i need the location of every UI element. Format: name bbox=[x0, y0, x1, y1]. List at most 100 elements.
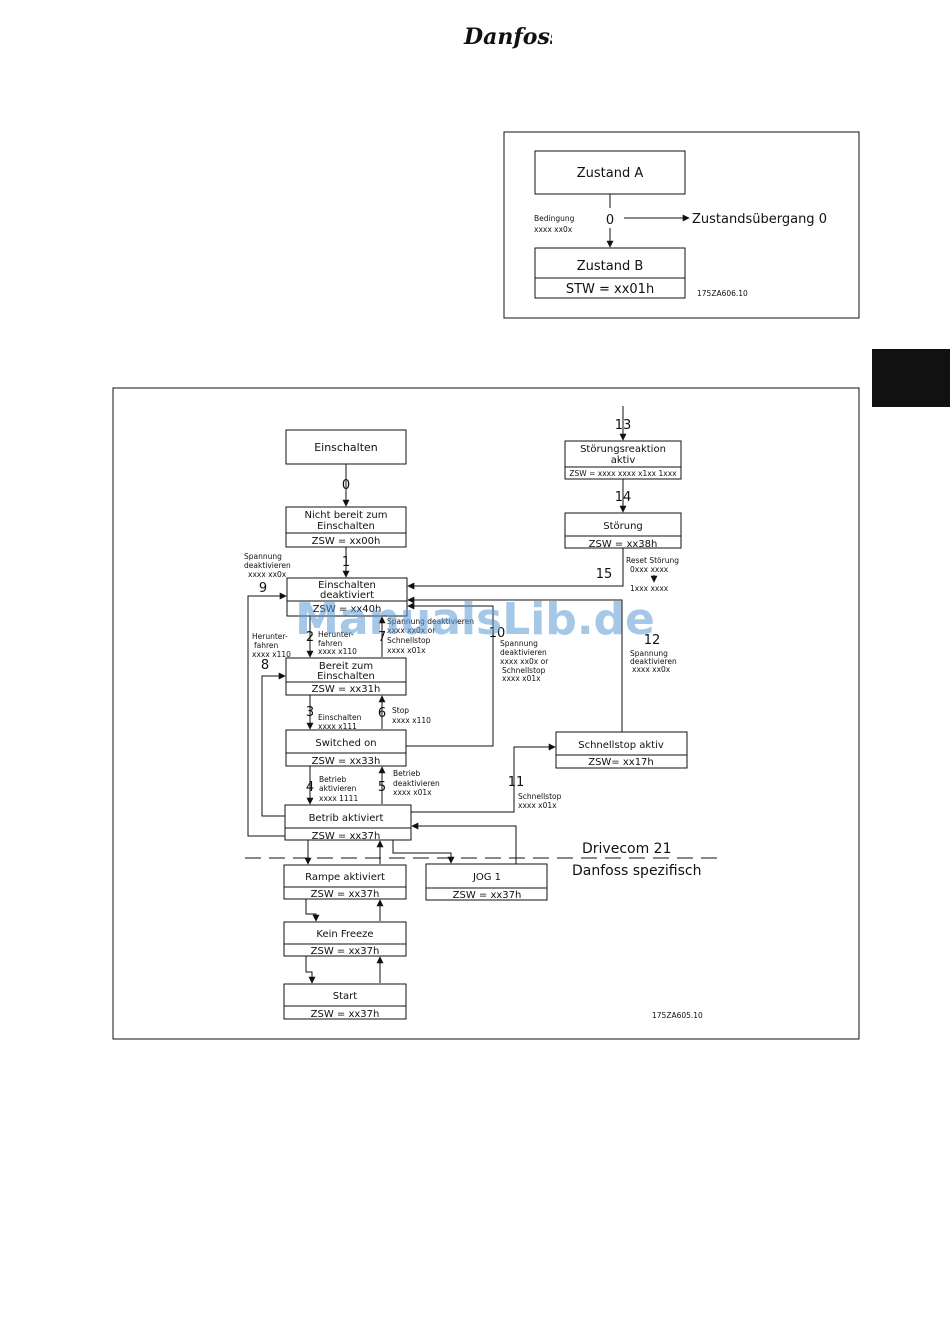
transition-4: 4 bbox=[306, 780, 314, 795]
state-nicht-bereit-line1: Nicht bereit zum bbox=[305, 510, 388, 521]
cond-9-line3: xxxx xx0x bbox=[248, 570, 287, 579]
state-einschalten bbox=[285, 429, 407, 465]
cond-3-line1: Einschalten bbox=[318, 713, 362, 722]
state-freeze-zsw: ZSW = xx37h bbox=[311, 946, 380, 957]
state-nicht-bereit-line2: Einschalten bbox=[317, 521, 375, 532]
cond-4-line3: xxxx 1111 bbox=[319, 794, 358, 803]
state-switched-on-zsw: ZSW = xx33h bbox=[312, 756, 381, 767]
state-start bbox=[283, 983, 407, 1020]
cond-7-line3: Schnellstop bbox=[387, 636, 431, 645]
legend-state-b-word: STW = xx01h bbox=[566, 282, 654, 297]
cond-15-line1: Reset Störung bbox=[626, 556, 679, 565]
state-einsch-deakt-zsw: ZSW = xx40h bbox=[313, 604, 382, 615]
transition-12: 12 bbox=[644, 633, 661, 648]
legend-condition-value: xxxx xx0x bbox=[534, 225, 573, 234]
transition-8: 8 bbox=[261, 658, 269, 673]
cond-2-line3: xxxx x110 bbox=[318, 647, 357, 656]
section-tab-marker bbox=[872, 349, 950, 407]
state-jog bbox=[425, 863, 548, 901]
cond-3-line2: xxxx x111 bbox=[318, 722, 357, 731]
cond-7-line1: Spannung deaktivieren bbox=[387, 617, 474, 626]
state-bereit-line1: Bereit zum bbox=[319, 661, 373, 672]
state-switched-on-label: Switched on bbox=[315, 738, 376, 749]
state-diagram-figure-id: 175ZA605.10 bbox=[652, 1011, 703, 1020]
transition-10: 10 bbox=[489, 626, 506, 641]
transition-2: 2 bbox=[306, 630, 314, 645]
state-stoer-reakt-zsw: ZSW = xxxx xxxx x1xx 1xxx bbox=[569, 469, 677, 478]
state-nicht-bereit-zsw: ZSW = xx00h bbox=[312, 536, 381, 547]
state-bereit-zsw: ZSW = xx31h bbox=[312, 684, 381, 695]
state-betrieb-label: Betrib aktiviert bbox=[309, 813, 384, 824]
state-freeze-label: Kein Freeze bbox=[316, 929, 373, 940]
state-einsch-deakt-line1: Einschalten bbox=[318, 580, 376, 591]
cond-12-line2: deaktivieren bbox=[630, 657, 677, 666]
watermark-text: ManualsLib.de bbox=[295, 594, 655, 645]
state-diagram-frame bbox=[112, 387, 860, 1040]
cond-9-line1: Spannung bbox=[244, 552, 282, 561]
state-bereit bbox=[285, 657, 407, 696]
state-betrieb-zsw: ZSW = xx37h bbox=[312, 831, 381, 842]
legend-transition-number: 0 bbox=[606, 213, 614, 228]
cond-4-line1: Betrieb bbox=[319, 775, 346, 784]
danfoss-logo: Danfoss bbox=[463, 24, 552, 50]
cond-5-line1: Betrieb bbox=[393, 769, 420, 778]
cond-15-line2: 0xxx xxxx bbox=[630, 565, 669, 574]
cond-5-line3: xxxx x01x bbox=[393, 788, 432, 797]
cond-10-line2: deaktivieren bbox=[500, 648, 547, 657]
cond-2-line1: Herunter- bbox=[318, 630, 354, 639]
legend-state-b-box bbox=[534, 247, 686, 299]
state-einsch-deakt-line2: deaktiviert bbox=[320, 590, 374, 601]
transition-14: 14 bbox=[615, 490, 632, 505]
state-rampe-aktiviert bbox=[283, 864, 407, 900]
cond-6-line1: Stop bbox=[392, 706, 409, 715]
transition-5: 5 bbox=[378, 780, 386, 795]
transition-9: 9 bbox=[259, 581, 267, 596]
cond-11-line1: Schnellstop bbox=[518, 792, 562, 801]
cond-6-line2: xxxx x110 bbox=[392, 716, 431, 725]
state-jog-label: JOG 1 bbox=[472, 872, 501, 883]
transition-11: 11 bbox=[508, 775, 525, 790]
logo-text: Danfoss bbox=[463, 24, 552, 50]
transition-0: 0 bbox=[342, 478, 350, 493]
legend-figure-id: 175ZA606.10 bbox=[697, 289, 748, 298]
cond-7-line4: xxxx x01x bbox=[387, 646, 426, 655]
legend-diagram: Zustand A 0 Zustandsübergang 0 Bedingung… bbox=[503, 131, 860, 319]
state-start-zsw: ZSW = xx37h bbox=[311, 1009, 380, 1020]
legend-state-a: Zustand A bbox=[577, 166, 644, 181]
state-betrieb-aktiviert bbox=[284, 804, 412, 841]
legend-state-b: Zustand B bbox=[577, 259, 644, 274]
cond-7-line2: xxxx xx0x or bbox=[387, 626, 436, 635]
state-stoer-reakt-line1: Störungsreaktion bbox=[580, 444, 666, 455]
cond-9-line2: deaktivieren bbox=[244, 561, 291, 570]
state-schnellstop-zsw: ZSW= xx17h bbox=[588, 757, 654, 768]
state-einschalten-label: Einschalten bbox=[314, 441, 378, 454]
legend-transition-label: Zustandsübergang 0 bbox=[692, 212, 827, 227]
transition-13: 13 bbox=[615, 418, 632, 433]
state-stoerungsreaktion bbox=[564, 440, 682, 480]
cond-2-line2: fahren bbox=[318, 639, 343, 648]
drivecom-label: Drivecom 21 bbox=[582, 841, 672, 857]
cond-11-line2: xxxx x01x bbox=[518, 801, 557, 810]
state-stoerung bbox=[564, 512, 682, 549]
cond-12-line1: Spannung bbox=[630, 649, 668, 658]
state-stoerung-zsw: ZSW = xx38h bbox=[589, 539, 658, 550]
cond-10-line5: xxxx x01x bbox=[502, 674, 541, 683]
cond-8-line1: Herunter- bbox=[252, 632, 288, 641]
legend-state-a-box bbox=[534, 150, 686, 195]
transition-1: 1 bbox=[342, 555, 350, 570]
state-diagram: Einschalten 0 Nicht bereit zum Einschalt… bbox=[112, 387, 860, 1040]
state-stoer-reakt-line2: aktiv bbox=[611, 455, 636, 466]
transition-3: 3 bbox=[306, 705, 314, 720]
cond-12-line3: xxxx xx0x bbox=[632, 665, 671, 674]
cond-4-line2: aktivieren bbox=[319, 784, 357, 793]
cond-10-line4: Schnellstop bbox=[502, 666, 546, 675]
cond-15-line3: 1xxx xxxx bbox=[630, 584, 669, 593]
cond-10-line3: xxxx xx0x or bbox=[500, 657, 549, 666]
state-start-label: Start bbox=[333, 991, 358, 1002]
state-stoerung-label: Störung bbox=[603, 521, 643, 532]
transition-7: 7 bbox=[378, 630, 386, 645]
state-switched-on bbox=[285, 729, 407, 767]
state-einschalten-deaktiviert bbox=[286, 577, 408, 617]
cond-8-line3: xxxx x110 bbox=[252, 650, 291, 659]
